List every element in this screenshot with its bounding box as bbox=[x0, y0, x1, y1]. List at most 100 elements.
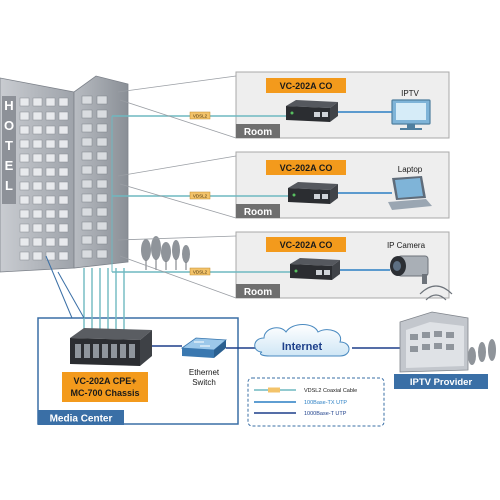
legend-entry: 1000Base-T UTP bbox=[254, 411, 347, 417]
device-label: VC-202A CO bbox=[280, 240, 333, 250]
hotel-window bbox=[58, 167, 69, 177]
hotel-window bbox=[58, 237, 69, 247]
hotel-window bbox=[32, 125, 43, 135]
iptv-provider-building bbox=[399, 285, 496, 373]
legend: VDSL2 Coaxial Cable 100Base-TX UTP 1000B… bbox=[247, 377, 385, 427]
chassis-label: VC-202A CPE+ MC-700 Chassis bbox=[62, 372, 148, 402]
hotel-windows-left bbox=[19, 97, 69, 261]
hotel-window bbox=[32, 97, 43, 107]
room-panel-1: VC-202A CO Room IPTV bbox=[235, 71, 450, 139]
hotel-window bbox=[32, 195, 43, 205]
endpoint-label: IPTV bbox=[401, 89, 419, 98]
hotel-sign-letter: E bbox=[5, 158, 14, 173]
hotel-window bbox=[19, 181, 30, 191]
media-center-title: Media Center bbox=[50, 414, 113, 425]
hotel-window bbox=[81, 249, 93, 259]
provider-label: IPTV Provider bbox=[394, 374, 488, 389]
hotel-window bbox=[32, 167, 43, 177]
cable-tag: VDSL2 bbox=[193, 270, 208, 275]
hotel-window bbox=[81, 179, 93, 189]
room-tag bbox=[236, 124, 280, 138]
ethernet-switch-icon bbox=[180, 337, 228, 358]
hotel-window bbox=[96, 109, 108, 119]
hotel-window bbox=[32, 237, 43, 247]
hotel-window bbox=[45, 139, 56, 149]
internet-label: Internet bbox=[282, 341, 323, 353]
chassis-label-line1: VC-202A CPE+ bbox=[74, 376, 137, 386]
hotel-window bbox=[58, 195, 69, 205]
hotel-window bbox=[96, 165, 108, 175]
room-tag bbox=[236, 284, 280, 298]
hotel-window bbox=[58, 209, 69, 219]
hotel-window bbox=[45, 153, 56, 163]
hotel-window bbox=[19, 237, 30, 247]
hotel-window bbox=[58, 139, 69, 149]
internet-cloud-icon bbox=[254, 324, 350, 357]
room-panel-3: VC-202A CO Room IP Camera bbox=[235, 231, 450, 299]
hotel-window bbox=[45, 195, 56, 205]
hotel-window bbox=[58, 125, 69, 135]
hotel-window bbox=[58, 97, 69, 107]
hotel-window bbox=[81, 165, 93, 175]
tv-icon bbox=[391, 99, 431, 130]
hotel-window bbox=[96, 151, 108, 161]
hotel-window bbox=[19, 97, 30, 107]
hotel-window bbox=[58, 153, 69, 163]
hotel-window bbox=[81, 193, 93, 203]
hotel-windows-right bbox=[81, 95, 108, 259]
room-label: Room bbox=[244, 287, 272, 298]
legend-entry: VDSL2 Coaxial Cable bbox=[254, 387, 357, 394]
hotel-window bbox=[58, 251, 69, 261]
hotel-window bbox=[81, 95, 93, 105]
device-label-bg bbox=[266, 160, 346, 175]
hotel-window bbox=[45, 181, 56, 191]
hotel-window bbox=[32, 251, 43, 261]
hotel-window bbox=[96, 137, 108, 147]
ip-camera-icon bbox=[390, 255, 429, 284]
hotel-window bbox=[45, 97, 56, 107]
hotel-sign-letter: H bbox=[4, 98, 13, 113]
hotel-window bbox=[81, 109, 93, 119]
hotel-window bbox=[19, 153, 30, 163]
hotel-window bbox=[32, 223, 43, 233]
device-label: VC-202A CO bbox=[280, 81, 333, 91]
hotel-sign-letter: L bbox=[5, 178, 13, 193]
hotel-sign-letter: O bbox=[4, 118, 14, 133]
hotel-window bbox=[96, 123, 108, 133]
laptop-icon bbox=[388, 176, 432, 210]
room-endpoint-links bbox=[338, 111, 392, 271]
hotel-window bbox=[45, 223, 56, 233]
hotel-window bbox=[58, 111, 69, 121]
hotel-window bbox=[96, 221, 108, 231]
device-label-bg bbox=[266, 78, 346, 93]
hotel-window bbox=[81, 151, 93, 161]
switch-label-line1: Ethernet bbox=[189, 368, 220, 377]
room-label: Room bbox=[244, 127, 272, 138]
hotel-window bbox=[32, 153, 43, 163]
endpoint-label: Laptop bbox=[398, 165, 423, 174]
provider-label-text: IPTV Provider bbox=[410, 377, 473, 388]
room-label: Room bbox=[244, 207, 272, 218]
hotel-window bbox=[81, 123, 93, 133]
hotel-window bbox=[96, 95, 108, 105]
hotel-window bbox=[19, 139, 30, 149]
coax-trunk bbox=[83, 268, 125, 336]
room-tag bbox=[236, 204, 280, 218]
hotel-window bbox=[96, 179, 108, 189]
hotel-window bbox=[96, 193, 108, 203]
room-panel-2: VC-202A CO Room Laptop bbox=[235, 151, 450, 219]
hotel-window bbox=[45, 209, 56, 219]
hotel-window bbox=[96, 207, 108, 217]
hotel-window bbox=[96, 235, 108, 245]
hotel-window bbox=[19, 251, 30, 261]
hotel-window bbox=[81, 207, 93, 217]
hotel-window bbox=[45, 167, 56, 177]
hotel-sign-letter: T bbox=[5, 138, 13, 153]
mc-700-chassis bbox=[70, 328, 152, 366]
hotel-window bbox=[45, 125, 56, 135]
hotel-window bbox=[32, 111, 43, 121]
